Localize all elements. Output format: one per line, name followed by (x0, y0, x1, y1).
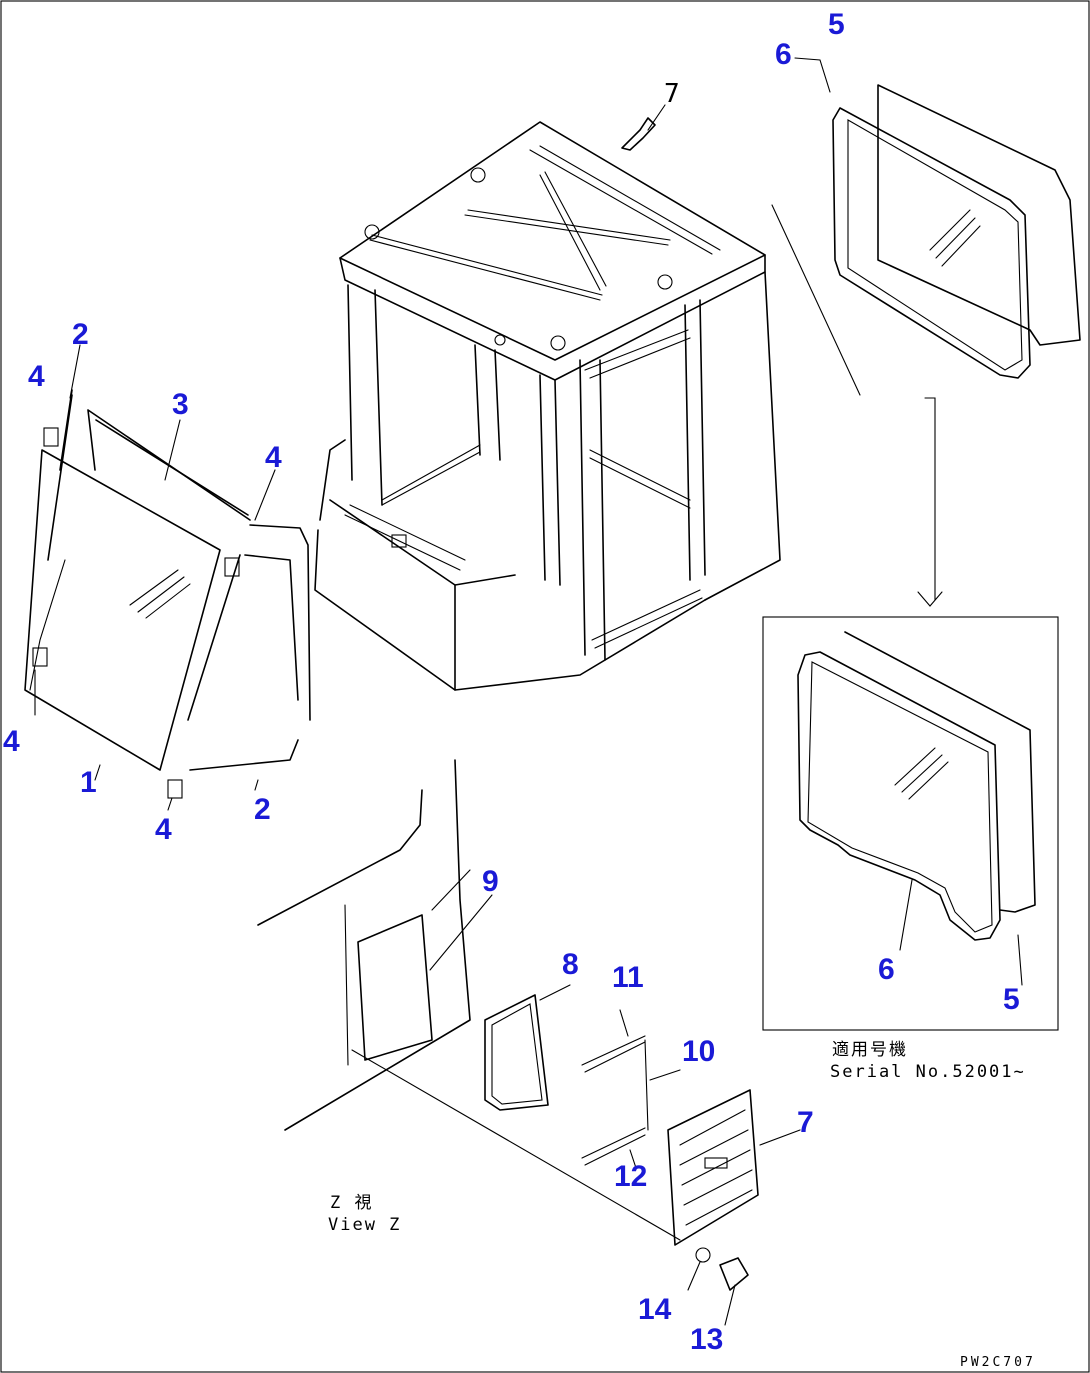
view-z (257, 759, 801, 1326)
serial-note-en: Serial No.52001~ (830, 1062, 1026, 1082)
callout-5-top: 5 (828, 8, 845, 41)
callout-4-bottom: 4 (155, 813, 172, 846)
callout-11: 11 (612, 961, 644, 994)
callout-4-right: 4 (265, 441, 282, 474)
callout-8: 8 (562, 948, 579, 981)
view-z-en: View Z (328, 1215, 402, 1235)
view-arrow (621, 104, 666, 151)
callout-4-top-left: 4 (28, 360, 45, 393)
leader-lines (34, 344, 571, 1001)
view-z-jp: Z 視 (330, 1193, 374, 1213)
callout-6-top: 6 (775, 38, 792, 71)
callout-12: 12 (614, 1160, 648, 1193)
view-z-arrow-label: 7 (664, 79, 682, 109)
callout-13: 13 (690, 1323, 724, 1356)
callout-5-detail: 5 (1003, 983, 1020, 1016)
callout-3: 3 (172, 388, 189, 421)
serial-note-jp: 適用号機 (832, 1040, 908, 1060)
front-glass-assembly (24, 389, 311, 799)
drawing-code: PW2C707 (960, 1355, 1036, 1370)
callout-7-detail: 7 (797, 1106, 814, 1139)
side-window-assembly (771, 57, 1081, 607)
callout-1: 1 (80, 766, 97, 799)
callout-6-detail: 6 (878, 953, 895, 986)
detail-box (762, 616, 1059, 1031)
callout-2-top: 2 (72, 318, 89, 351)
callout-10: 10 (682, 1035, 716, 1068)
callout-4-bottom-left: 4 (3, 725, 20, 758)
cab-body (314, 121, 781, 691)
callout-14: 14 (638, 1293, 672, 1326)
callout-9: 9 (482, 865, 499, 898)
callout-2-bottom: 2 (254, 793, 271, 826)
